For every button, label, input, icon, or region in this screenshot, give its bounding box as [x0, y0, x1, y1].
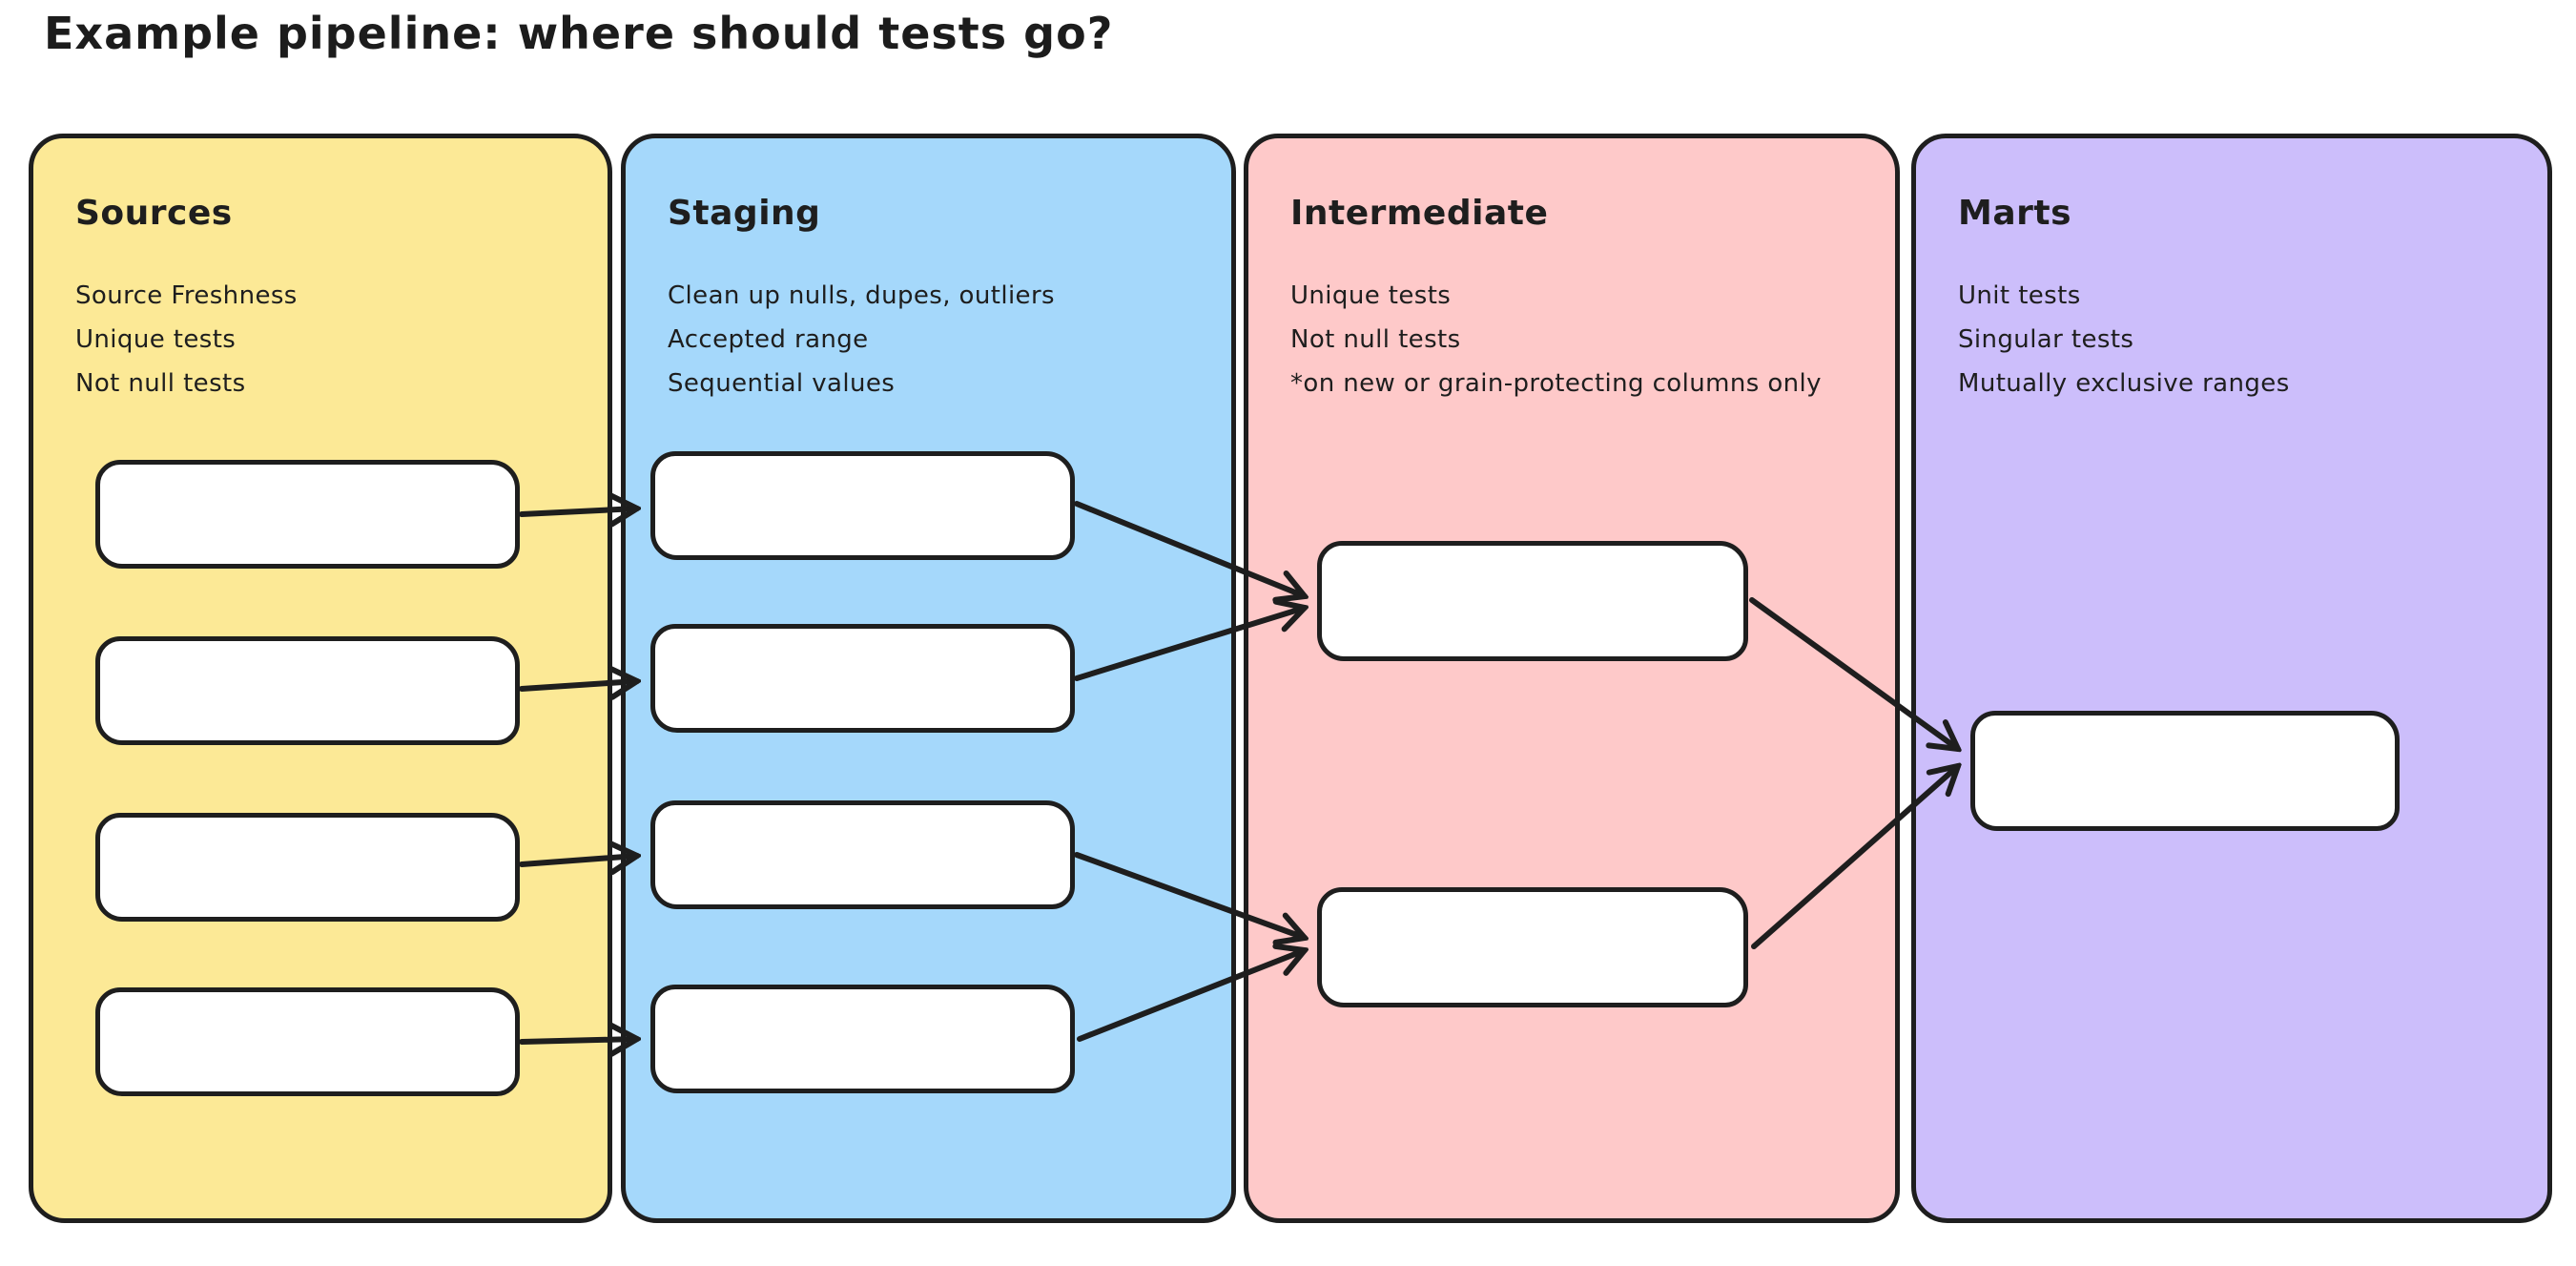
- node-intermediate-2: [1317, 887, 1748, 1007]
- node-staging-4: [650, 985, 1075, 1093]
- page-title: Example pipeline: where should tests go?: [44, 8, 1114, 59]
- column-item: Accepted range: [668, 325, 869, 354]
- column-items-staging: Clean up nulls, dupes, outliers Accepted…: [668, 274, 1055, 405]
- column-items-sources: Source Freshness Unique tests Not null t…: [75, 274, 298, 405]
- column-header-staging: Staging: [668, 194, 821, 233]
- column-item: Not null tests: [1290, 325, 1461, 354]
- column-item: Unique tests: [75, 325, 237, 354]
- column-items-intermediate: Unique tests Not null tests *on new or g…: [1290, 274, 1822, 405]
- node-source-3: [95, 813, 520, 922]
- column-item: Unique tests: [1290, 281, 1452, 310]
- column-header-sources: Sources: [75, 194, 233, 233]
- column-item: Source Freshness: [75, 281, 298, 310]
- column-header-intermediate: Intermediate: [1290, 194, 1549, 233]
- node-staging-1: [650, 451, 1075, 560]
- node-source-1: [95, 460, 520, 569]
- node-staging-3: [650, 800, 1075, 909]
- node-source-4: [95, 987, 520, 1096]
- column-item: Sequential values: [668, 369, 896, 398]
- node-intermediate-1: [1317, 541, 1748, 661]
- column-header-marts: Marts: [1958, 194, 2072, 233]
- column-item: Clean up nulls, dupes, outliers: [668, 281, 1055, 310]
- column-marts: Marts Unit tests Singular tests Mutually…: [1911, 134, 2552, 1223]
- column-item: Unit tests: [1958, 281, 2081, 310]
- column-intermediate: Intermediate Unique tests Not null tests…: [1244, 134, 1900, 1223]
- node-source-2: [95, 636, 520, 745]
- node-staging-2: [650, 624, 1075, 733]
- column-item: Mutually exclusive ranges: [1958, 369, 2290, 398]
- column-items-marts: Unit tests Singular tests Mutually exclu…: [1958, 274, 2290, 405]
- node-marts-1: [1970, 711, 2400, 831]
- column-item: Not null tests: [75, 369, 246, 398]
- column-item: Singular tests: [1958, 325, 2134, 354]
- column-item: *on new or grain-protecting columns only: [1290, 369, 1822, 398]
